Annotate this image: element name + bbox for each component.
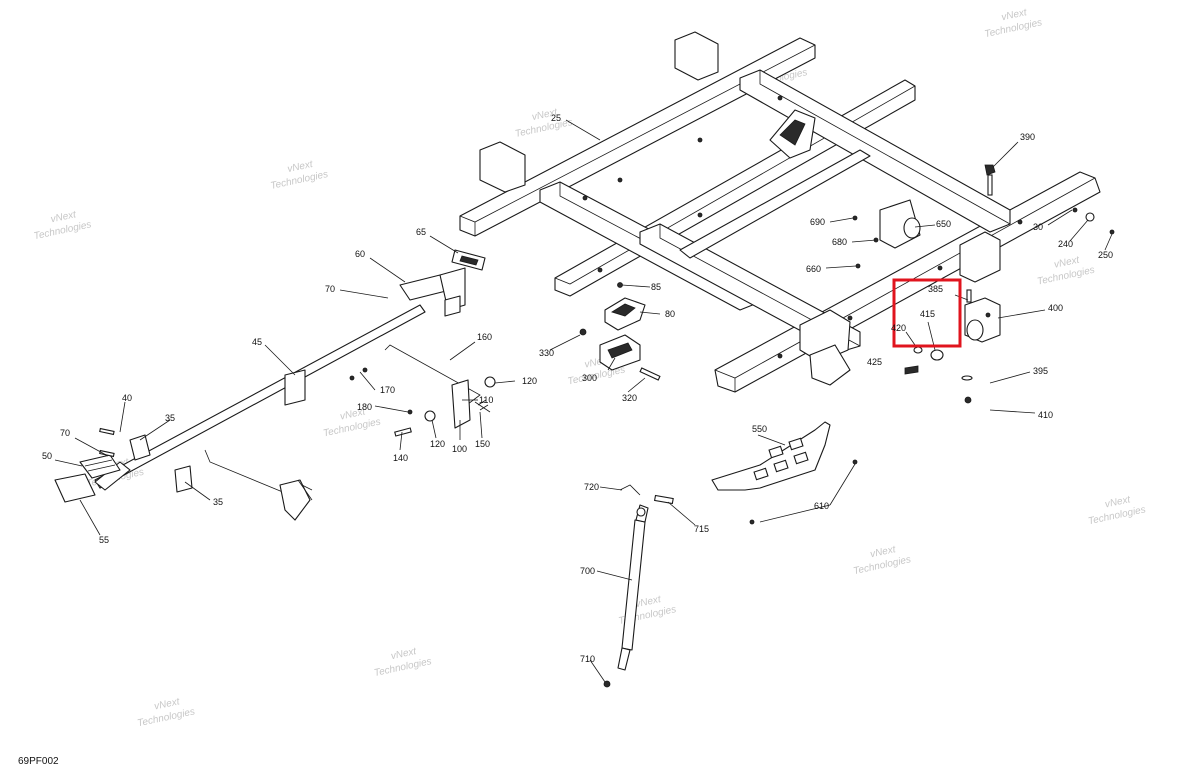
bolt-85 — [617, 282, 623, 288]
callout-240: 240 — [1058, 239, 1073, 249]
handle-50 — [79, 454, 121, 479]
nut-330 — [579, 328, 587, 336]
callout-415: 415 — [920, 309, 935, 319]
callout-35: 35 — [165, 413, 175, 423]
callout-120: 120 — [430, 439, 445, 449]
callout-45: 45 — [252, 337, 262, 347]
svg-text:vNext: vNext — [153, 696, 181, 712]
skid-plate-550 — [711, 421, 858, 525]
callout-labels: 25 30 35 35 40 45 50 55 60 65 70 70 80 8… — [42, 113, 1113, 664]
callout-610: 610 — [814, 501, 829, 511]
callout-120: 120 — [522, 376, 537, 386]
callout-40: 40 — [122, 393, 132, 403]
frame-assembly — [459, 31, 1101, 393]
callout-400: 400 — [1048, 303, 1063, 313]
svg-text:vNext: vNext — [1104, 494, 1132, 510]
callout-385: 385 — [928, 284, 943, 294]
levers-hardware — [99, 295, 496, 501]
svg-text:vNext: vNext — [869, 544, 897, 560]
callout-55: 55 — [99, 535, 109, 545]
callout-390: 390 — [1020, 132, 1035, 142]
callout-70: 70 — [325, 284, 335, 294]
knob-65 — [451, 249, 486, 271]
lever-arm — [279, 267, 471, 521]
callout-85: 85 — [651, 282, 661, 292]
handle-grip-55 — [54, 473, 96, 503]
cable-160 — [384, 344, 481, 411]
callout-320: 320 — [622, 393, 637, 403]
svg-text:vNext: vNext — [1000, 7, 1028, 23]
callout-330: 330 — [539, 348, 554, 358]
callout-170: 170 — [380, 385, 395, 395]
plate-650 — [879, 199, 921, 249]
svg-text:vNext: vNext — [635, 594, 663, 610]
svg-text:vNext: vNext — [531, 107, 559, 123]
callout-700: 700 — [580, 566, 595, 576]
callout-660: 660 — [806, 264, 821, 274]
highlight-box — [892, 278, 962, 348]
gas-strut-700 — [603, 484, 674, 688]
svg-text:vNext: vNext — [1053, 254, 1081, 270]
callout-150: 150 — [475, 439, 490, 449]
bracket-35 — [129, 434, 193, 493]
callout-395: 395 — [1033, 366, 1048, 376]
callout-80: 80 — [665, 309, 675, 319]
callout-410: 410 — [1038, 410, 1053, 420]
svg-text:vNext: vNext — [286, 159, 314, 175]
callout-65: 65 — [416, 227, 426, 237]
callout-50: 50 — [42, 451, 52, 461]
callout-710: 710 — [580, 654, 595, 664]
callout-70: 70 — [60, 428, 70, 438]
svg-text:vNext: vNext — [390, 646, 418, 662]
small-hardware — [852, 164, 1115, 404]
callout-180: 180 — [357, 402, 372, 412]
callout-25: 25 — [551, 113, 561, 123]
callout-715: 715 — [694, 524, 709, 534]
bracket-80 — [604, 297, 646, 331]
lower-rod — [204, 449, 291, 496]
bolt-320 — [639, 367, 661, 381]
leader-lines — [54, 119, 1113, 683]
callout-420: 420 — [891, 323, 906, 333]
svg-text:vNext: vNext — [50, 209, 78, 225]
callout-425: 425 — [867, 357, 882, 367]
callout-690: 690 — [810, 217, 825, 227]
callout-300: 300 — [582, 373, 597, 383]
callout-140: 140 — [393, 453, 408, 463]
figure-id: 69PF002 — [18, 756, 59, 767]
svg-text:vNext: vNext — [339, 406, 367, 422]
callout-550: 550 — [752, 424, 767, 434]
callout-30: 30 — [1033, 222, 1043, 232]
callout-650: 650 — [936, 219, 951, 229]
callout-720: 720 — [584, 482, 599, 492]
hitch-block-400 — [964, 297, 1001, 343]
callout-160: 160 — [477, 332, 492, 342]
callout-250: 250 — [1098, 250, 1113, 260]
release-rod-45 — [94, 304, 426, 491]
callout-100: 100 — [452, 444, 467, 454]
callout-680: 680 — [832, 237, 847, 247]
callout-60: 60 — [355, 249, 365, 259]
latch-300 — [599, 334, 641, 371]
callout-110: 110 — [479, 395, 493, 405]
callout-35: 35 — [213, 497, 223, 507]
